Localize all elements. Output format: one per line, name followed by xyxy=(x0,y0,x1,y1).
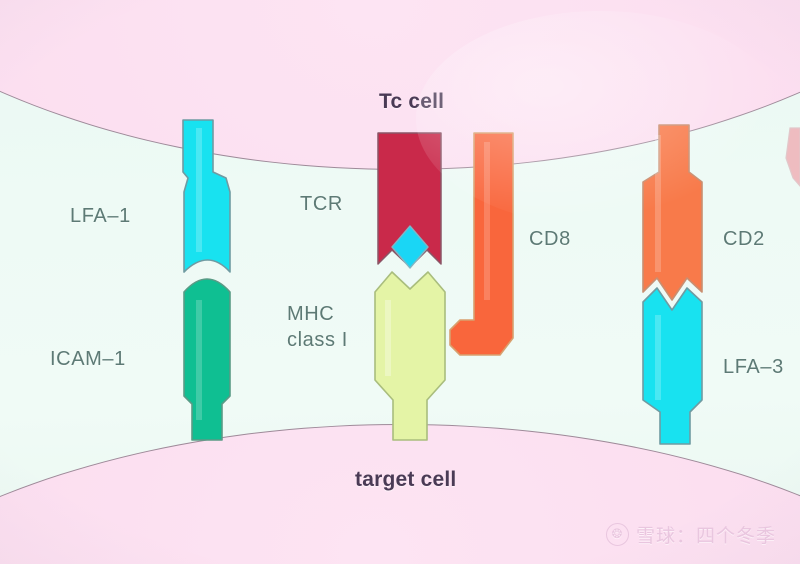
molecule-lfa1 xyxy=(182,119,231,273)
label-cd8: CD8 xyxy=(529,228,571,250)
molecule-mhc-class-i xyxy=(374,271,446,441)
label-tcr: TCR xyxy=(300,193,343,215)
lfa1-highlight xyxy=(196,128,202,252)
lfa3-highlight xyxy=(655,315,661,400)
watermark-logo-icon: ❂ xyxy=(605,523,629,546)
molecule-icam1 xyxy=(183,278,231,441)
mhc-highlight xyxy=(385,300,391,376)
molecule-lfa3 xyxy=(642,287,703,445)
label-lfa1: LFA–1 xyxy=(70,205,131,227)
molecule-edge-partial xyxy=(785,127,800,187)
watermark-text: 雪球：四个冬季 xyxy=(635,525,776,547)
label-mhc-class-i: MHC class I xyxy=(287,303,348,351)
label-icam1: ICAM–1 xyxy=(50,348,126,370)
molecule-cd8 xyxy=(449,132,514,356)
tc-cell-label: Tc cell xyxy=(379,90,445,113)
icam1-highlight xyxy=(196,300,202,420)
cd2-highlight xyxy=(655,135,661,272)
watermark: ❂ 雪球：四个冬季 xyxy=(605,521,776,548)
cd8-highlight xyxy=(484,142,490,300)
molecule-peptide xyxy=(391,225,429,269)
target-cell-label: target cell xyxy=(355,468,457,491)
label-cd2: CD2 xyxy=(723,228,765,250)
molecule-cd2 xyxy=(642,124,703,301)
label-lfa3: LFA–3 xyxy=(723,356,784,378)
